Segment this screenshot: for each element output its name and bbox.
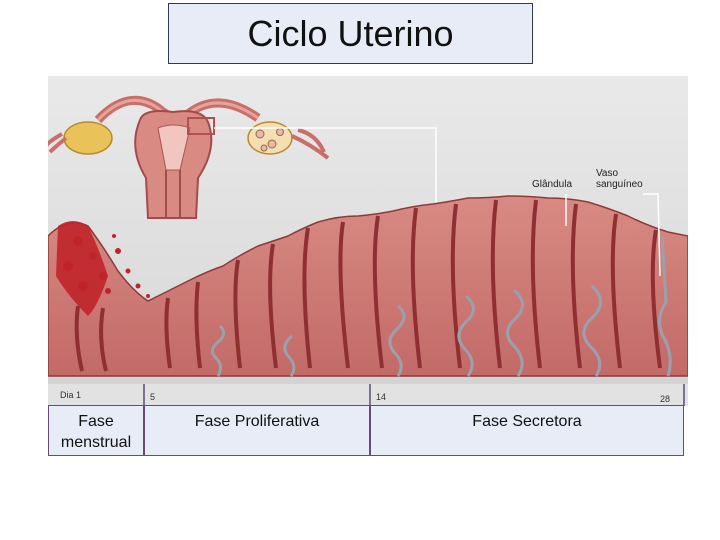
label-gland: Glândula bbox=[532, 179, 572, 190]
phase-proliferative-box: Fase Proliferativa bbox=[144, 405, 370, 456]
timeline-day-1: Dia 1 bbox=[60, 390, 81, 400]
phase-menstrual-box: Fase menstrual bbox=[48, 405, 144, 456]
label-vessel-line2: sanguíneo bbox=[596, 179, 643, 190]
timeline-day-14: 14 bbox=[376, 392, 386, 402]
page-title: Ciclo Uterino bbox=[168, 3, 533, 64]
phase-secretory-box: Fase Secretora bbox=[370, 405, 684, 456]
uterine-cycle-illustration: Glândula Vaso sanguíneo Dia 1 5 14 28 bbox=[48, 76, 688, 406]
label-vessel-line1: Vaso bbox=[596, 168, 618, 179]
timeline-day-28: 28 bbox=[660, 394, 670, 404]
timeline-day-5: 5 bbox=[150, 392, 155, 402]
